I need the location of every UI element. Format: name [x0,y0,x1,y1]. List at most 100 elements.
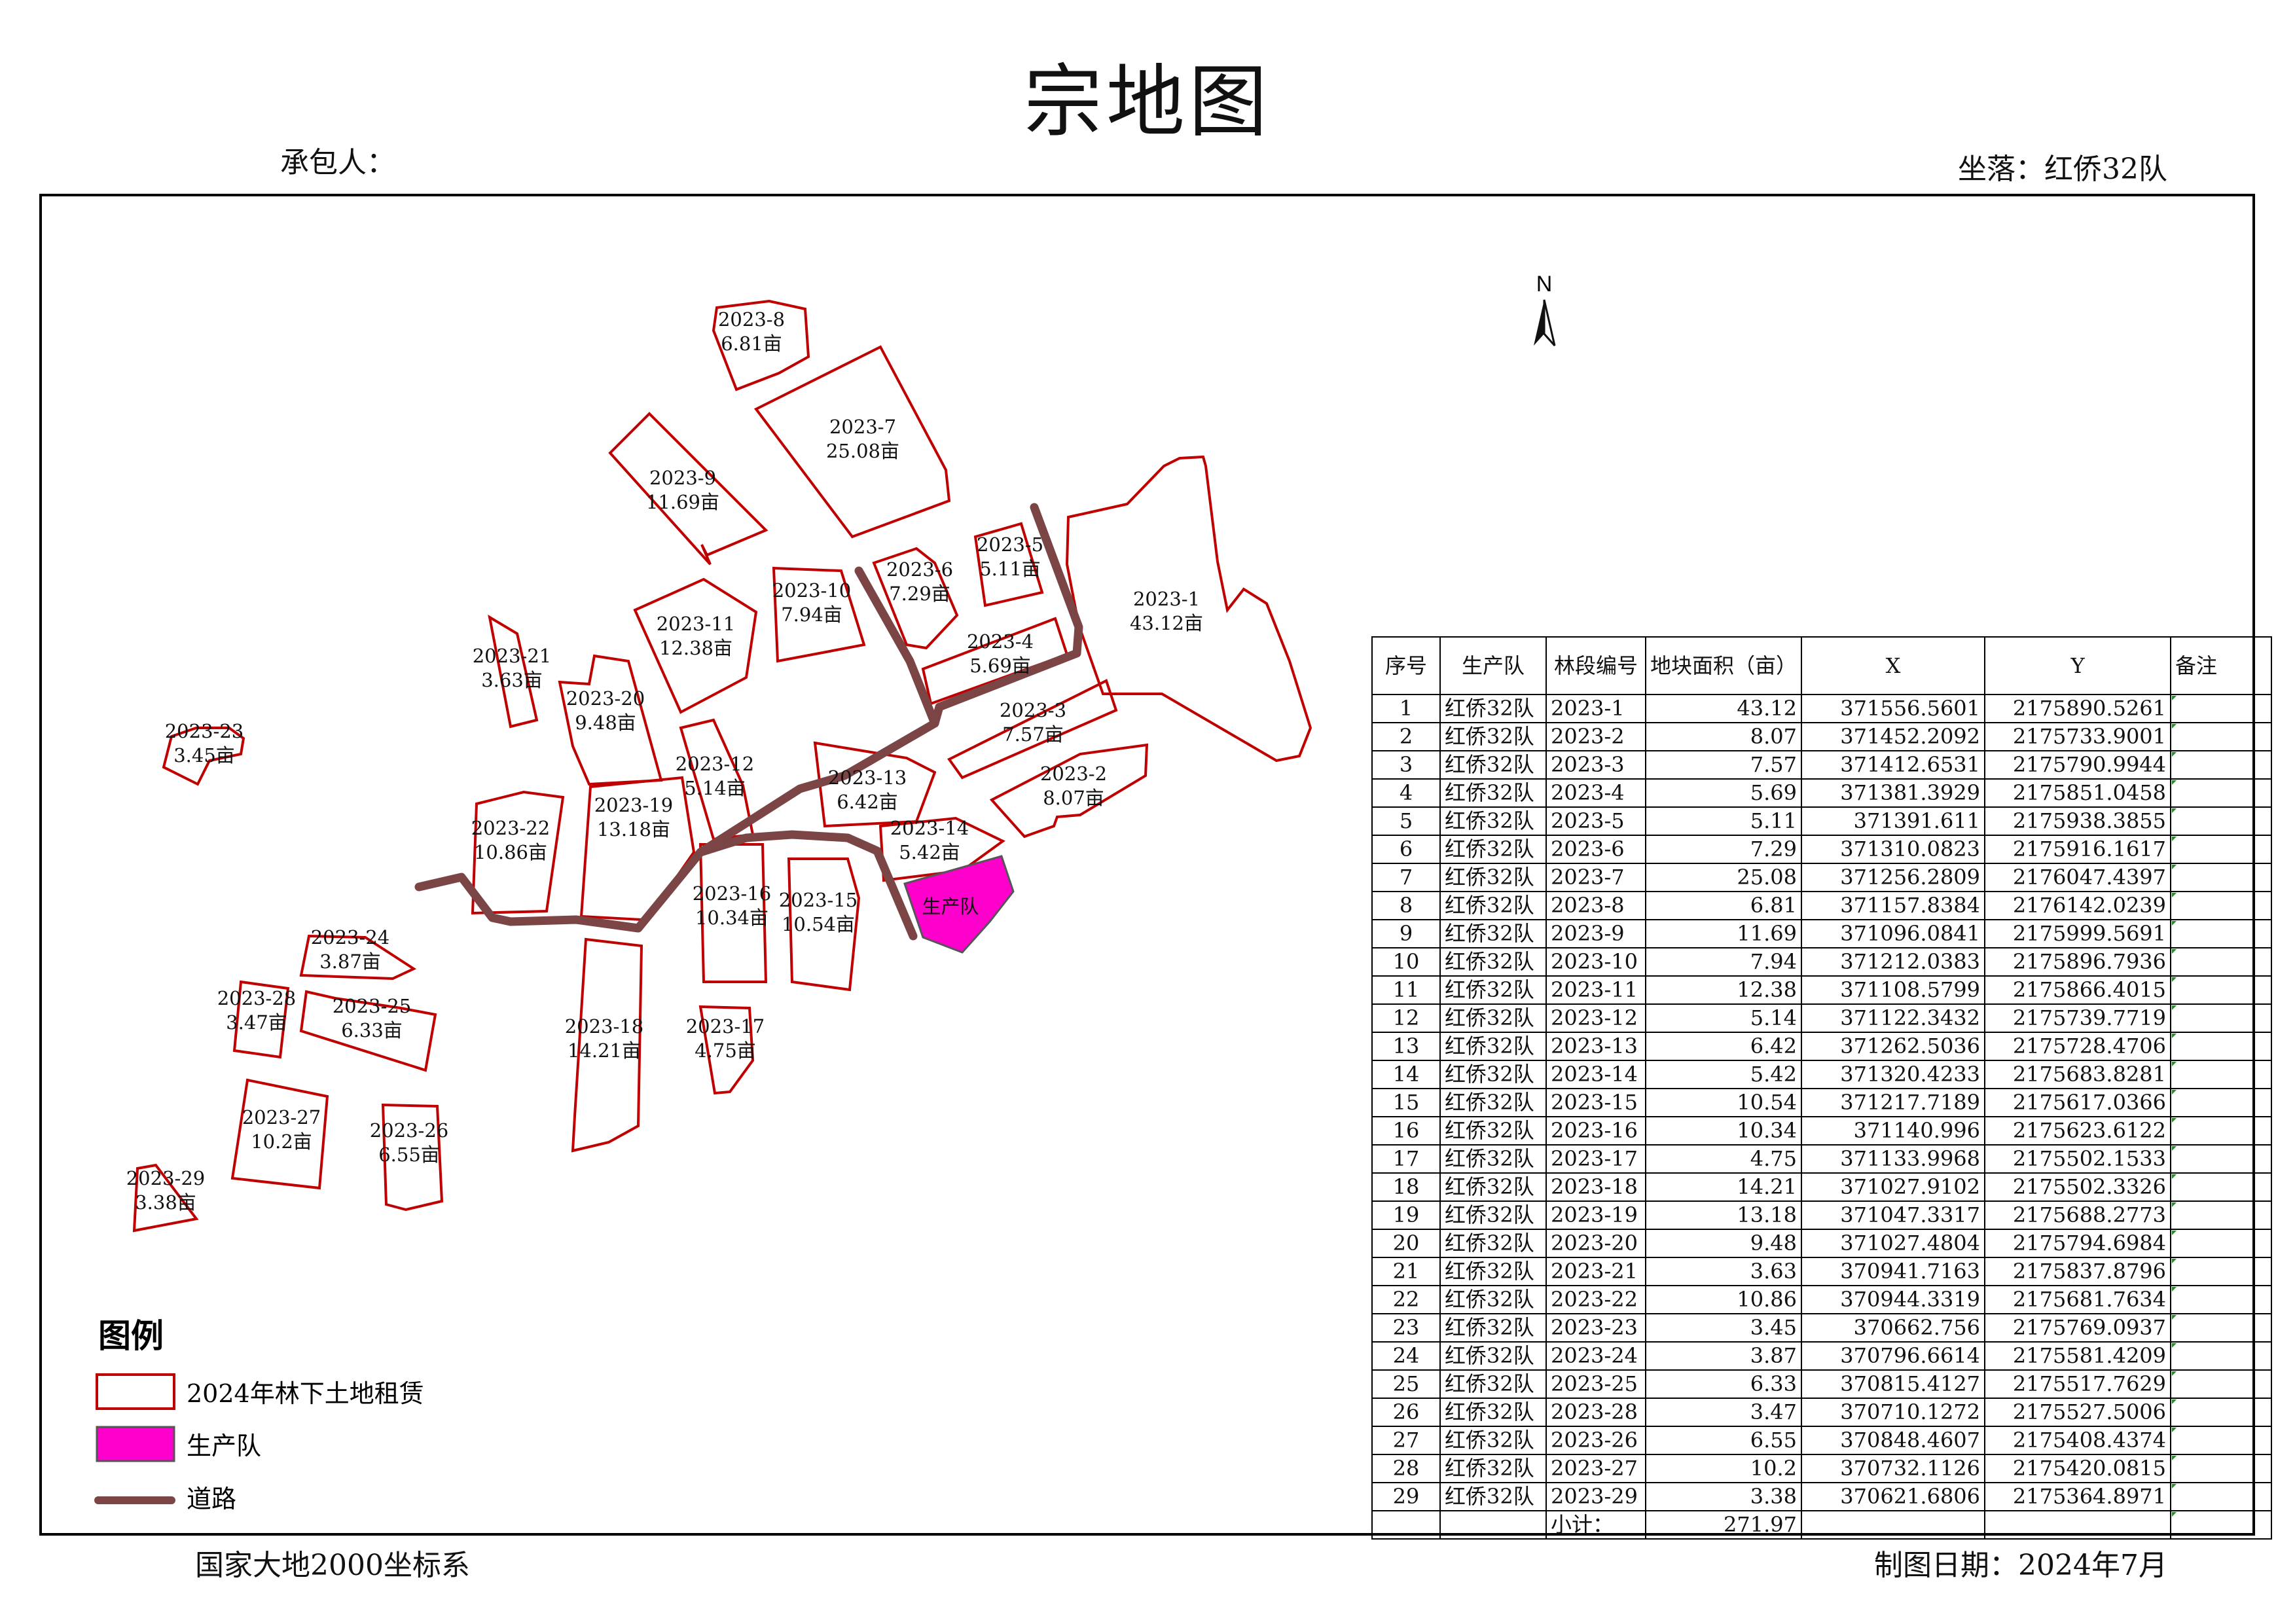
parcel-2023-16[interactable] [698,843,768,983]
table-cell: 5.14 [1644,1003,1803,1033]
table-cell: 26 [1371,1398,1441,1427]
table-cell: 红侨32队 [1439,1341,1547,1371]
parcel-2023-25[interactable] [299,990,437,1072]
parcel-area-label: 7.57亩 [1002,723,1064,746]
table-cell: 红侨32队 [1439,919,1547,948]
table-cell: 23 [1371,1313,1441,1343]
table-cell [2170,1369,2273,1399]
parcel-id-label: 2023-27 [242,1106,321,1128]
table-cell: 3.45 [1644,1313,1803,1343]
table-cell: 370732.1126 [1801,1454,1986,1483]
table-cell: 20 [1371,1229,1441,1258]
parcel-2023-17[interactable] [698,1005,755,1095]
parcel-2023-24[interactable] [299,934,417,981]
table-cell: 371217.7189 [1801,1088,1986,1117]
map-title: 宗地图 [1024,57,1271,148]
table-cell: 4 [1371,778,1441,808]
table-cell: 红侨32队 [1439,1200,1547,1230]
table-cell: 12.38 [1644,975,1803,1005]
parcel-2023-23[interactable] [162,727,245,786]
table-cell: 12 [1371,1003,1441,1033]
parcel-2023-7[interactable] [753,345,951,539]
parcel-id-label: 2023-6 [886,558,953,581]
parcel-2023-6[interactable] [872,547,959,650]
table-cell: 2175408.4374 [1984,1426,2172,1455]
parcel-2023-20[interactable] [558,654,663,786]
table-cell [2170,750,2273,780]
table-cell: 370710.1272 [1801,1398,1986,1427]
table-cell: 371391.611 [1801,806,1986,836]
table-cell: 2175683.8281 [1984,1060,2172,1089]
parcel-2023-29[interactable] [132,1163,199,1233]
col-header-team: 生产队 [1439,636,1547,695]
table-cell: 2023-29 [1545,1482,1646,1511]
parcel-2023-2[interactable] [989,743,1149,839]
parcel-id-label: 2023-3 [1000,699,1066,721]
table-cell: 3.87 [1644,1341,1803,1371]
parcel-2023-27[interactable] [230,1078,329,1190]
table-cell: 13.18 [1644,1200,1803,1230]
table-cell: 2175916.1617 [1984,835,2172,864]
table-cell: 11 [1371,975,1441,1005]
table-cell: 25.08 [1644,863,1803,892]
table-cell: 25 [1371,1369,1441,1399]
parcel-area-label: 5.11亩 [979,558,1041,580]
table-cell: 7.29 [1644,835,1803,864]
parcel-area-label: 10.54亩 [782,913,855,935]
table-cell: 红侨32队 [1439,1369,1547,1399]
table-cell: 371027.9102 [1801,1172,1986,1202]
parcel-2023-9[interactable] [608,412,768,566]
table-cell: 2023-15 [1545,1088,1646,1117]
parcel-area-label: 6.33亩 [341,1019,403,1041]
parcel-2023-15[interactable] [787,857,861,992]
table-cell: 2023-18 [1545,1172,1646,1202]
parcel-id-label: 2023-4 [967,630,1034,653]
table-cell [2170,919,2273,948]
parcel-id-label: 2023-10 [772,579,852,602]
table-cell: 2023-16 [1545,1116,1646,1146]
parcel-2023-8[interactable] [712,299,810,391]
parcel-area-label: 5.69亩 [969,655,1031,677]
parcel-2023-1[interactable] [1065,455,1312,763]
table-cell: 19 [1371,1200,1441,1230]
parcel-2023-10[interactable] [772,566,866,663]
table-cell: 红侨32队 [1439,1003,1547,1033]
parcel-2023-12[interactable] [679,718,755,841]
table-cell [2170,694,2273,723]
parcel-area-label: 4.75亩 [695,1039,756,1062]
table-cell: 红侨32队 [1439,1172,1547,1202]
table-cell: 红侨32队 [1439,1257,1547,1286]
parcel-2023-11[interactable] [633,577,758,714]
table-cell: 2023-22 [1545,1285,1646,1314]
parcel-2023-3[interactable] [947,679,1118,780]
parcel-id-label: 2023-23 [165,720,244,742]
parcel-2023-28[interactable] [232,980,290,1059]
table-cell: 红侨32队 [1439,1426,1547,1455]
parcel-2023-13[interactable] [813,741,937,828]
table-cell: 371047.3317 [1801,1200,1986,1230]
parcel-2023-26[interactable] [381,1103,444,1212]
table-cell: 2175794.6984 [1984,1229,2172,1258]
col-header-section: 林段编号 [1545,636,1646,695]
parcel-2023-21[interactable] [488,615,539,729]
parcel-2023-5[interactable] [973,522,1044,607]
parcel-2023-18[interactable] [571,937,643,1153]
table-cell: 10.86 [1644,1285,1803,1314]
parcel-area-label: 6.42亩 [837,791,898,813]
table-cell: 红侨32队 [1439,1144,1547,1174]
road-north-branch [854,566,939,728]
parcel-id-label: 2023-15 [779,889,858,911]
table-cell: 370941.7163 [1801,1257,1986,1286]
production-team-area[interactable] [903,855,1015,954]
table-cell: 红侨32队 [1439,947,1547,977]
table-cell: 2175769.0937 [1984,1313,2172,1343]
table-cell: 2176047.4397 [1984,863,2172,892]
parcel-labels: 2023-143.12亩2023-28.07亩2023-37.57亩2023-4… [126,308,1203,1214]
table-cell: 2175581.4209 [1984,1341,2172,1371]
